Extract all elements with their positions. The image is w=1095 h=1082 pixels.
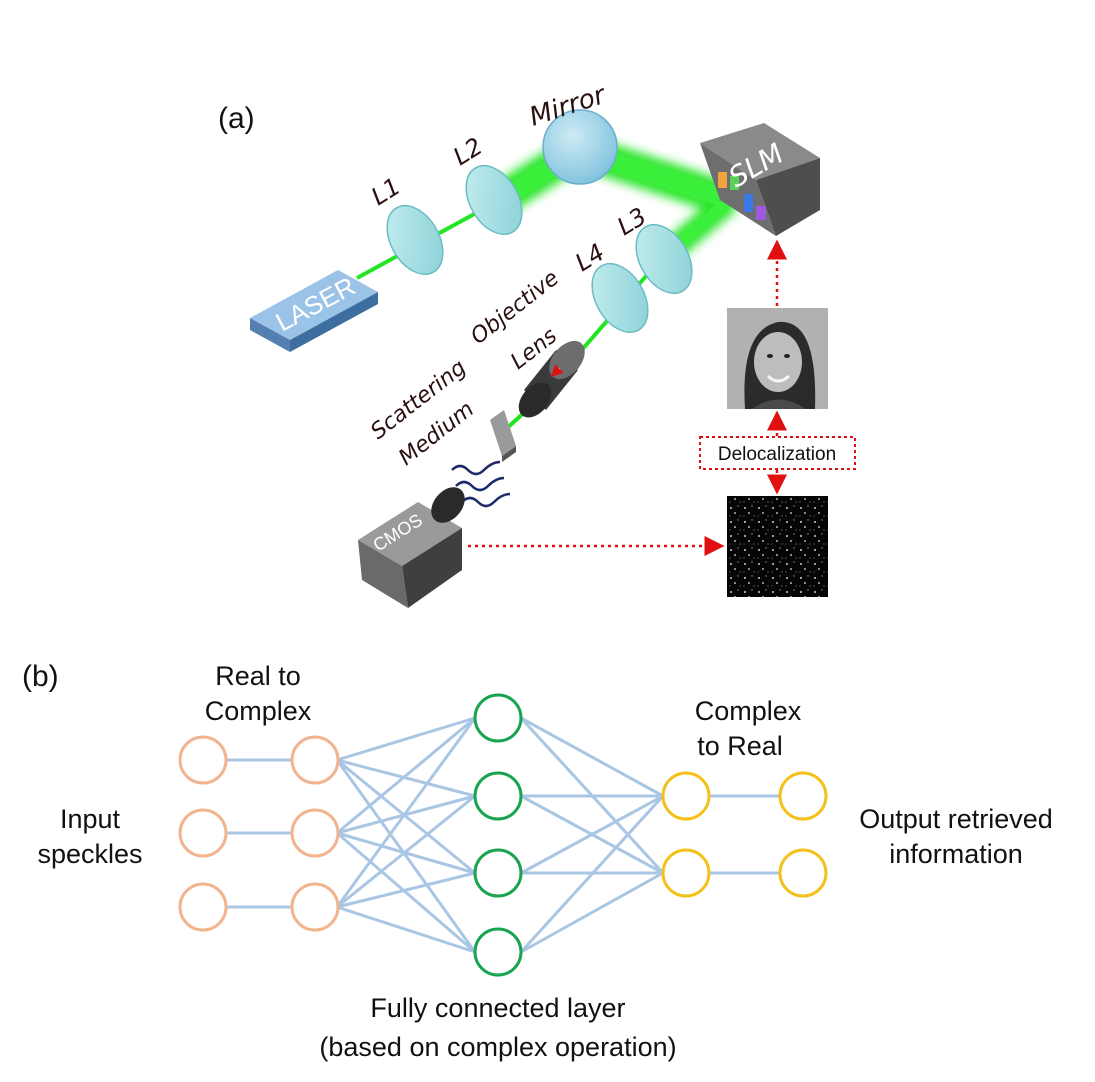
output-label-line2: information [889,839,1023,869]
input-node [178,735,228,785]
scattered-waves [451,460,511,508]
slm-pixel-orange [718,172,727,188]
output-node [778,848,828,898]
real-to-complex-node [290,735,340,785]
lens-l4 [591,263,649,333]
real-to-complex-node [290,808,340,858]
laser-beam [356,133,738,432]
complex-to-real-label-line2: to Real [697,731,783,761]
complex-to-real-node [661,771,711,821]
speckle-image [727,496,828,597]
red-dashed-arrows [468,239,787,556]
mirror [542,109,618,185]
slm-device: SLM [700,123,820,236]
output-node [778,771,828,821]
fc-layer-label-line1: Fully connected layer [370,993,625,1023]
complex-to-real-label-line1: Complex [695,696,802,726]
panel-a-label: (a) [218,102,255,135]
delocalization-box [699,436,856,470]
hidden-node [473,693,523,743]
slm-pixel-green [730,176,739,190]
lens-l2 [465,165,523,235]
delocalization-label: Delocalization [718,444,836,465]
fc-layer-label-line2: (based on complex operation) [319,1032,676,1062]
cmos-camera: CMOS [358,487,465,608]
input-node [178,808,228,858]
input-node [178,882,228,932]
face-image [727,308,828,409]
real-to-complex-node [290,882,340,932]
slm-pixel-violet [756,206,766,220]
complex-to-real-node [661,848,711,898]
hidden-node [473,771,523,821]
input-label-line2: speckles [37,839,142,869]
l1-label: L1 [366,172,405,211]
input-label-line1: Input [60,804,121,834]
slm-pixel-blue [744,194,753,212]
objective-lens [518,340,585,418]
hidden-node [473,848,523,898]
scattering-medium [490,410,516,462]
lens-l1 [386,205,444,275]
real-to-complex-label-line2: Complex [205,696,312,726]
laser-source: LASER [250,270,378,352]
network-nodes [178,693,828,977]
hidden-node [473,927,523,977]
panel-b-label: (b) [22,660,59,693]
output-label-line1: Output retrieved [859,804,1053,834]
network-edges [226,716,780,954]
real-to-complex-label-line1: Real to [215,661,301,691]
lens-l3 [635,224,693,294]
